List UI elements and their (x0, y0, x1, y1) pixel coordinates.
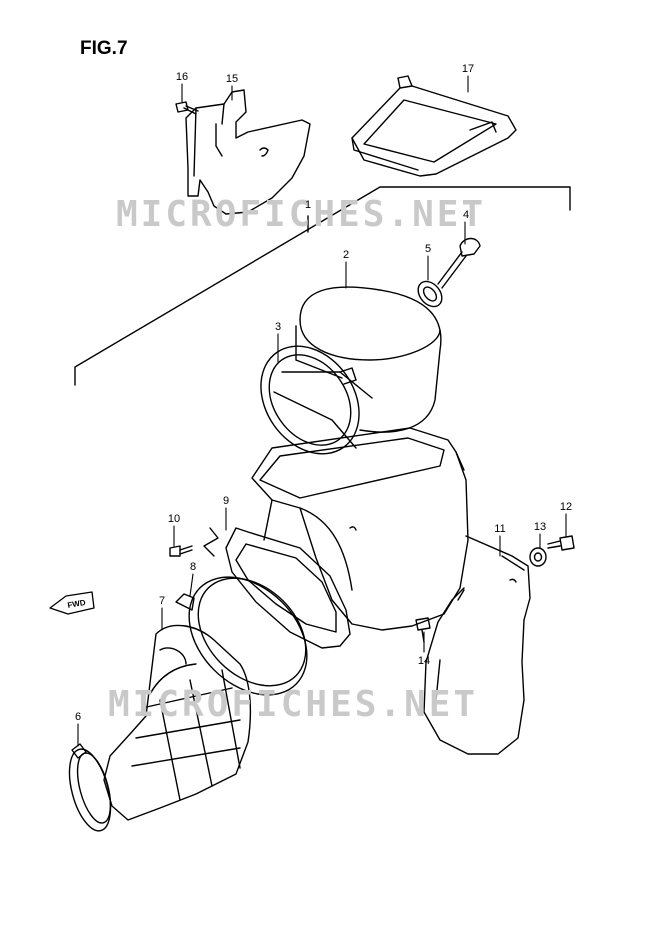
air-box-part-1 (251, 427, 469, 631)
screw-part-10 (169, 545, 193, 557)
callout-8: 8 (190, 561, 196, 573)
watermark-bottom: MICROFICHES.NET (108, 684, 478, 725)
callout-12: 12 (560, 501, 572, 513)
callout-7: 7 (159, 595, 165, 607)
clamp-band-part-8 (175, 576, 308, 696)
callout-6: 6 (75, 711, 81, 723)
hose-clamp-part-6 (68, 743, 112, 832)
bolt-part-16 (175, 101, 199, 115)
callout-16: 16 (176, 71, 188, 83)
washer-part-5 (417, 280, 443, 308)
assembly-bracket (74, 186, 571, 386)
callout-1: 1 (305, 199, 311, 211)
callout-11: 11 (494, 523, 505, 535)
callout-4: 4 (463, 209, 469, 221)
callout-13: 13 (534, 521, 546, 533)
flange-gasket-part-9 (203, 527, 351, 649)
bolt-part-12 (547, 535, 575, 551)
filter-cage-part-3 (260, 345, 373, 455)
tray-cover-part-17 (351, 75, 517, 177)
watermark-top: MICROFICHES.NET (116, 194, 486, 235)
leader-lines (77, 75, 567, 747)
callout-15: 15 (226, 73, 238, 85)
callout-14: 14 (418, 655, 430, 667)
forward-arrow-label: FWD (67, 598, 87, 610)
callout-9: 9 (223, 495, 229, 507)
bracket-plate-part-15 (185, 89, 311, 215)
callout-2: 2 (343, 249, 349, 261)
intake-hose-part-7 (103, 624, 252, 821)
figure-title: FIG.7 (80, 38, 128, 59)
duct-part-11 (423, 535, 531, 755)
forward-arrow-icon: FWD (49, 591, 95, 615)
callout-10: 10 (168, 513, 180, 525)
wing-bolt-part-4 (437, 237, 481, 289)
callout-17: 17 (462, 63, 474, 75)
callout-3: 3 (275, 321, 281, 333)
callout-5: 5 (425, 243, 431, 255)
washer-part-13 (529, 547, 547, 567)
